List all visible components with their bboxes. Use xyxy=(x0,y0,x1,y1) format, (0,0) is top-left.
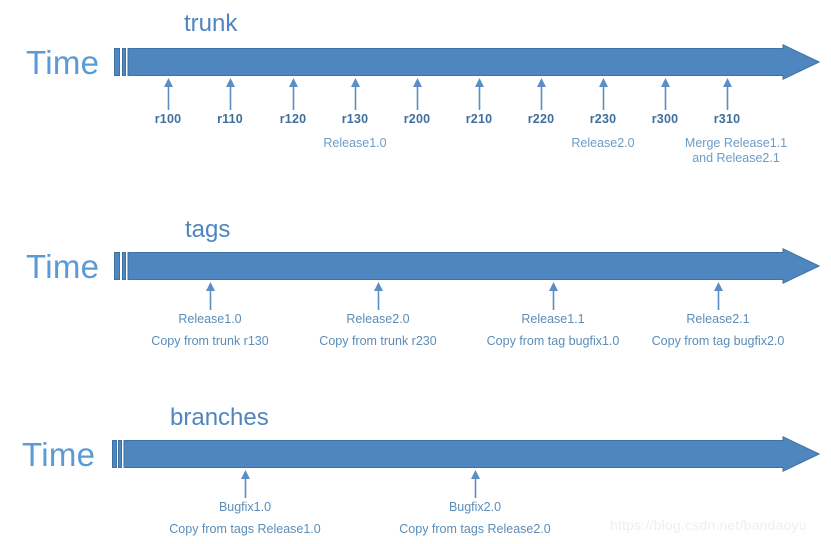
tick-arrow-icon xyxy=(475,78,484,110)
tick-arrow-icon xyxy=(413,78,422,110)
tick-label-tag-release20: Release2.0 xyxy=(346,312,410,326)
tick-label-r200: r200 xyxy=(403,112,431,126)
row-tags: Time tags Release1.0 Copy from trunk r13… xyxy=(0,210,831,370)
row-branches: Time branches Bugfix1.0 Copy from tags R… xyxy=(0,398,831,544)
tick-label-r110: r110 xyxy=(217,112,243,126)
tick-label-r220: r220 xyxy=(527,112,555,126)
tick-arrow-icon xyxy=(537,78,546,110)
tick-note-r230: Release2.0 xyxy=(571,136,635,150)
tick-note-tag-release20: Copy from trunk r230 xyxy=(319,334,437,348)
watermark: https://blog.csdn.net/bandaoyu xyxy=(610,517,807,533)
time-label-trunk: Time xyxy=(26,44,100,81)
tick-label-r310: r310 xyxy=(713,112,741,126)
tick-label-r210: r210 xyxy=(465,112,493,126)
tick-note-r130: Release1.0 xyxy=(323,136,387,150)
tick-arrow-icon xyxy=(241,470,250,498)
tick-label-r100: r100 xyxy=(154,112,182,126)
tick-note-tag-release21: Copy from tag bugfix2.0 xyxy=(651,334,785,348)
tick-arrow-icon xyxy=(471,470,480,498)
tick-arrow-icon xyxy=(549,282,558,310)
tick-label-branch-bugfix10: Bugfix1.0 xyxy=(218,500,272,514)
tick-note-branch-bugfix10: Copy from tags Release1.0 xyxy=(169,522,321,536)
tick-arrow-icon xyxy=(661,78,670,110)
tick-arrow-icon xyxy=(289,78,298,110)
tick-note-r310-line1: Merge Release1.1 xyxy=(684,136,788,150)
tick-arrow-icon xyxy=(714,282,723,310)
row-trunk: Time trunk r100 r110 r120 xyxy=(0,0,831,200)
section-title-trunk: trunk xyxy=(184,10,238,37)
tick-arrow-icon xyxy=(351,78,360,110)
tick-arrow-icon xyxy=(206,282,215,310)
timeline-arrow-branches xyxy=(112,436,820,472)
tick-label-r300: r300 xyxy=(651,112,679,126)
section-title-branches: branches xyxy=(170,404,269,431)
tick-note-branch-bugfix20: Copy from tags Release2.0 xyxy=(399,522,551,536)
timeline-arrow-tags xyxy=(114,248,820,284)
timeline-arrow-trunk xyxy=(114,44,820,80)
tick-note-tag-release11: Copy from tag bugfix1.0 xyxy=(486,334,620,348)
tick-label-tag-release11: Release1.1 xyxy=(521,312,585,326)
tick-label-r230: r230 xyxy=(589,112,617,126)
tick-label-r130: r130 xyxy=(341,112,369,126)
tick-arrow-icon xyxy=(599,78,608,110)
tick-arrow-icon xyxy=(723,78,732,110)
tick-label-tag-release21: Release2.1 xyxy=(686,312,750,326)
tick-note-r310-line2: and Release2.1 xyxy=(692,150,780,165)
tick-note-r310: Merge Release1.1 and Release2.1 xyxy=(685,136,787,166)
tick-label-r120: r120 xyxy=(279,112,307,126)
tick-arrow-icon xyxy=(226,78,235,110)
tick-label-tag-release10: Release1.0 xyxy=(178,312,242,326)
section-title-tags: tags xyxy=(185,216,231,243)
tick-arrow-icon xyxy=(374,282,383,310)
time-label-tags: Time xyxy=(26,248,100,285)
tick-label-branch-bugfix20: Bugfix2.0 xyxy=(448,500,502,514)
tick-arrow-icon xyxy=(164,78,173,110)
tick-note-tag-release10: Copy from trunk r130 xyxy=(151,334,269,348)
time-label-branches: Time xyxy=(22,436,96,473)
